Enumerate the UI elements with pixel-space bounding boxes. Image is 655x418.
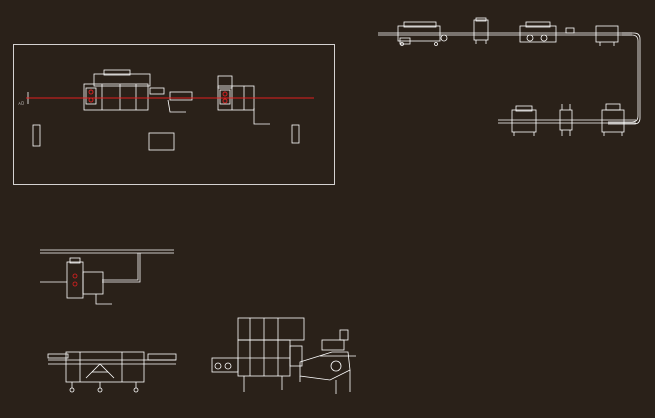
main-frame-top: [237, 317, 305, 341]
line-machine-6: [559, 109, 573, 131]
line-machine-4: [595, 25, 619, 43]
detail-view: [40, 249, 174, 305]
right-cabinet: [291, 124, 300, 144]
line-machine-3: [519, 25, 557, 43]
machine-a-body: [83, 83, 149, 111]
line-machine-7: [601, 109, 625, 133]
plan-view: [13, 44, 335, 185]
detail-unit: [66, 261, 84, 299]
left-cabinet: [32, 124, 41, 147]
machine-a-top-unit: [93, 73, 151, 87]
control-box: [148, 132, 175, 151]
line-machine-5: [511, 109, 537, 133]
line-machine-2: [473, 19, 489, 41]
conveyor-small: [169, 91, 193, 101]
elevation-machine-body: [65, 351, 145, 383]
detail-red-marks: [72, 273, 78, 287]
production-line-layout: [378, 17, 641, 136]
side-elevation-left: [47, 351, 177, 393]
entry-note: 入口: [18, 101, 24, 105]
plan-view-frame: [13, 44, 335, 185]
side-elevation-main: [211, 317, 356, 394]
line-machine-1: [397, 25, 441, 42]
process-line: [26, 89, 314, 104]
